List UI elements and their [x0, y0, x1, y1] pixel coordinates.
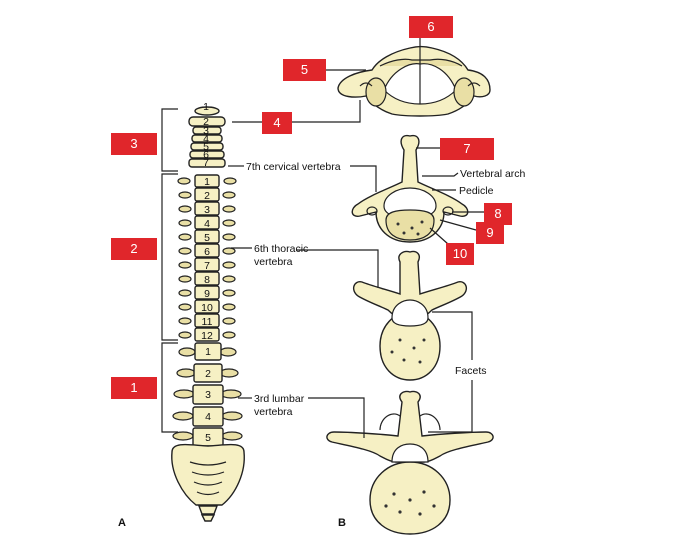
thoracic-number: 9 — [204, 288, 210, 300]
lumbar-number: 4 — [205, 411, 211, 423]
label-facets: Facets — [455, 365, 487, 377]
lumbar-vertebrae — [172, 342, 243, 447]
cervical-number: 3 — [203, 125, 209, 137]
label-3rd-lumbar: 3rd lumbar — [254, 393, 305, 405]
marker-2[interactable]: 2 — [111, 238, 157, 260]
leader-t6-to-view — [296, 249, 379, 288]
marker-6[interactable]: 6 — [409, 16, 453, 38]
lumbar-number: 2 — [205, 368, 211, 380]
marker-10[interactable]: 10 — [446, 243, 474, 265]
spinal-column — [171, 106, 245, 522]
leader-arch — [422, 172, 459, 177]
thoracic-number: 7 — [204, 260, 210, 272]
thoracic-number: 5 — [204, 232, 210, 244]
leader-10 — [429, 227, 449, 245]
thoracic-number: 6 — [204, 246, 210, 258]
lumbar-bracket — [161, 342, 178, 433]
label-7th-cervical: 7th cervical vertebra — [246, 161, 341, 173]
leader-l3-to-view — [308, 397, 365, 438]
cervical-number: 5 — [203, 141, 209, 153]
cervical-number: 6 — [203, 149, 209, 161]
cervical-vertebra-top-view — [337, 45, 491, 117]
spine-numbers: 1 2 3 4 5 6 7 1 2 3 4 5 6 7 8 9 10 11 12… — [201, 101, 213, 444]
marker-4[interactable]: 4 — [262, 112, 292, 134]
thoracic-number: 4 — [204, 218, 210, 230]
vertebra-c3 — [192, 126, 222, 135]
cervical-number: 2 — [203, 116, 209, 128]
label-6th-thoracic: 6th thoracic — [254, 243, 308, 255]
cervical-number: 1 — [203, 101, 209, 113]
marker-5[interactable]: 5 — [283, 59, 326, 81]
region-brackets — [161, 108, 178, 433]
leader-lines — [228, 38, 484, 438]
thoracic-number: 2 — [204, 190, 210, 202]
panel-label-b: B — [338, 517, 346, 529]
vertebra-c5 — [190, 142, 224, 151]
vertebra-c4 — [191, 134, 223, 143]
marker-9[interactable]: 9 — [476, 222, 504, 244]
thoracic-number: 1 — [204, 176, 210, 188]
vertebra-c7 — [188, 158, 226, 168]
lumbar-number: 1 — [205, 346, 211, 358]
text-labels: 7th cervical vertebra Vertebral arch Ped… — [118, 161, 526, 529]
thoracic-vertebra-view — [352, 250, 468, 381]
leader-facets-bottom — [428, 380, 473, 433]
cervical-bracket — [161, 108, 178, 172]
lumbar-number: 5 — [205, 432, 211, 444]
leader-4-to-atlas — [292, 100, 361, 123]
coccyx — [197, 505, 219, 522]
vertebra-c1 — [194, 106, 220, 116]
thoracic-vertebrae — [177, 174, 237, 342]
label-vertebral-arch: Vertebral arch — [460, 168, 526, 180]
cervical-number: 4 — [203, 133, 209, 145]
marker-1[interactable]: 1 — [111, 377, 157, 399]
thoracic-number: 10 — [201, 302, 213, 314]
thoracic-number: 3 — [204, 204, 210, 216]
cervical-number: 7 — [203, 157, 209, 169]
panel-label-a: A — [118, 517, 126, 529]
lumbar-number: 3 — [205, 389, 211, 401]
leader-9 — [439, 219, 477, 231]
thoracic-number: 8 — [204, 274, 210, 286]
thoracic-number: 11 — [202, 316, 213, 328]
vertebra-c2 — [188, 116, 226, 127]
leader-facets-top — [432, 311, 473, 360]
label-6th-thoracic-2: vertebra — [254, 256, 293, 268]
marker-3[interactable]: 3 — [111, 133, 157, 155]
vertebra-c6 — [189, 150, 225, 159]
thoracic-bracket — [161, 173, 178, 341]
lumbar-vertebra-view — [326, 390, 494, 535]
leader-c7-to-view — [350, 165, 377, 192]
thoracic-number: 12 — [201, 330, 213, 342]
label-3rd-lumbar-2: vertebra — [254, 406, 293, 418]
label-pedicle: Pedicle — [459, 185, 494, 197]
marker-8[interactable]: 8 — [484, 203, 512, 225]
cervical-7-vertebra-view — [351, 134, 469, 243]
marker-7[interactable]: 7 — [440, 138, 494, 160]
